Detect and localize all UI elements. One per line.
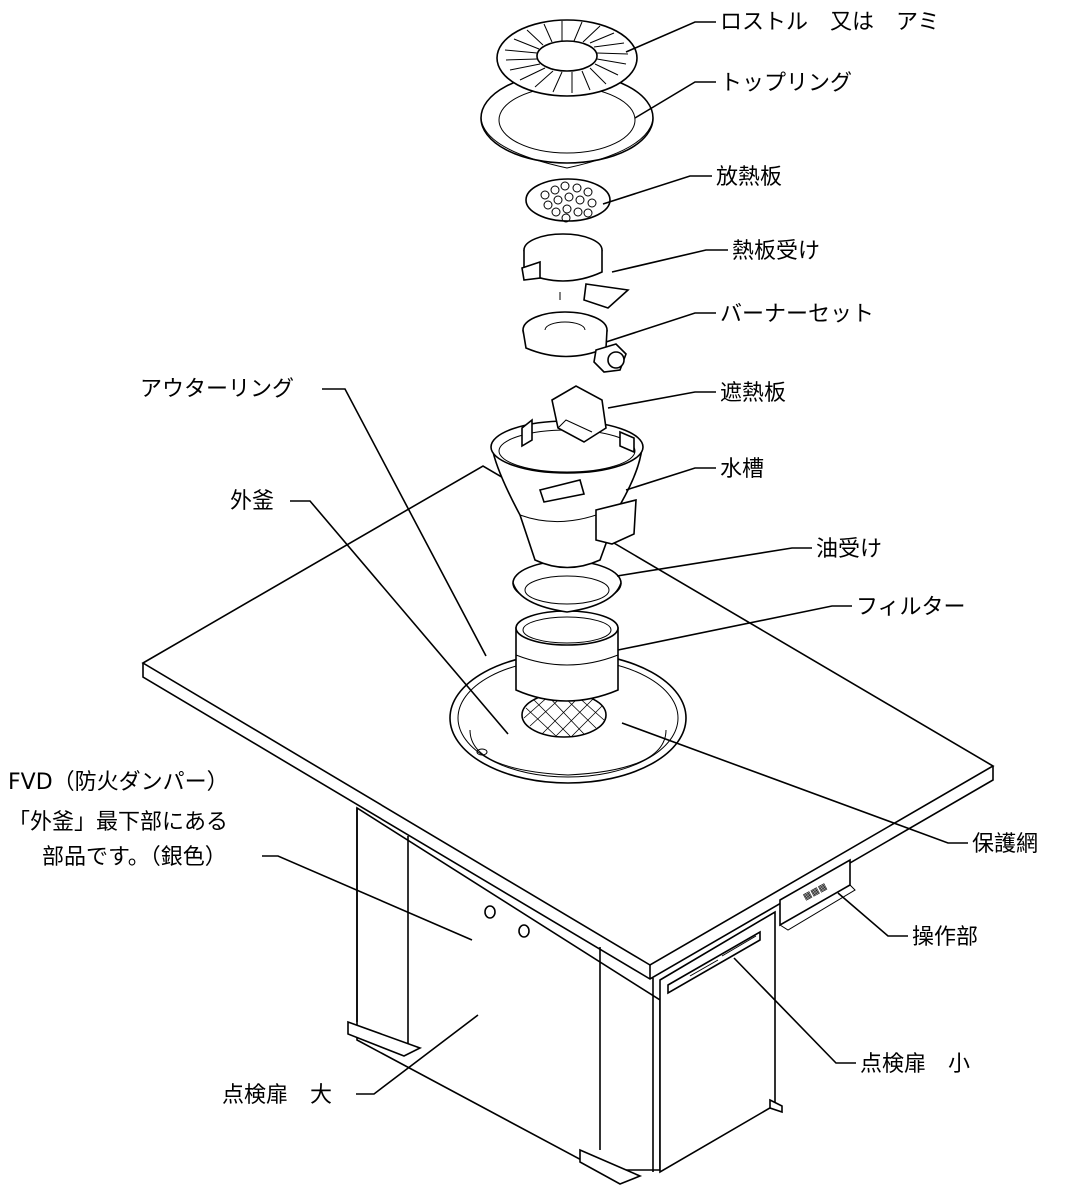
cabinet-right-face (659, 910, 776, 1174)
label-heat-dissipation-plate: 放熱板 (716, 165, 782, 190)
heat-shield-plate (551, 385, 607, 443)
oil-receiver (512, 560, 622, 613)
label-fvd-line2: 「外釜」最下部にある (8, 810, 228, 835)
label-filter: フィルター (856, 595, 966, 620)
water-tank (490, 418, 644, 569)
labels: ロストル 又は アミ トップリング 放熱板 熱板受け バーナーセット 遮熱板 水… (8, 10, 1038, 1108)
burner-set (522, 311, 627, 373)
label-burner-set: バーナーセット (720, 302, 874, 327)
label-heat-shield-plate: 遮熱板 (720, 381, 786, 406)
label-control-panel: 操作部 (912, 925, 978, 950)
label-heat-plate-receiver: 熱板受け (732, 239, 820, 264)
label-fvd-line3: 部品です。（銀色） (42, 845, 227, 870)
label-oil-receiver: 油受け (816, 537, 882, 562)
label-outer-pot: 外釜 (230, 489, 274, 514)
label-water-tank: 水槽 (720, 457, 764, 482)
label-large-inspection-door: 点検扉 大 (222, 1083, 332, 1108)
grill-grate (496, 19, 638, 97)
heat-dissipation-plate (525, 178, 611, 223)
filter (515, 610, 619, 702)
label-grill-grate: ロストル 又は アミ (720, 10, 940, 35)
heat-plate-receiver (521, 233, 630, 309)
label-top-ring: トップリング (720, 71, 852, 96)
label-fvd-line1: FVD（防火ダンパー） (8, 770, 229, 795)
label-protective-net: 保護網 (972, 832, 1038, 857)
top-ring (480, 72, 654, 169)
label-small-inspection-door: 点検扉 小 (860, 1052, 970, 1077)
leader-lines (262, 21, 968, 1095)
label-outer-ring: アウターリング (140, 377, 294, 402)
